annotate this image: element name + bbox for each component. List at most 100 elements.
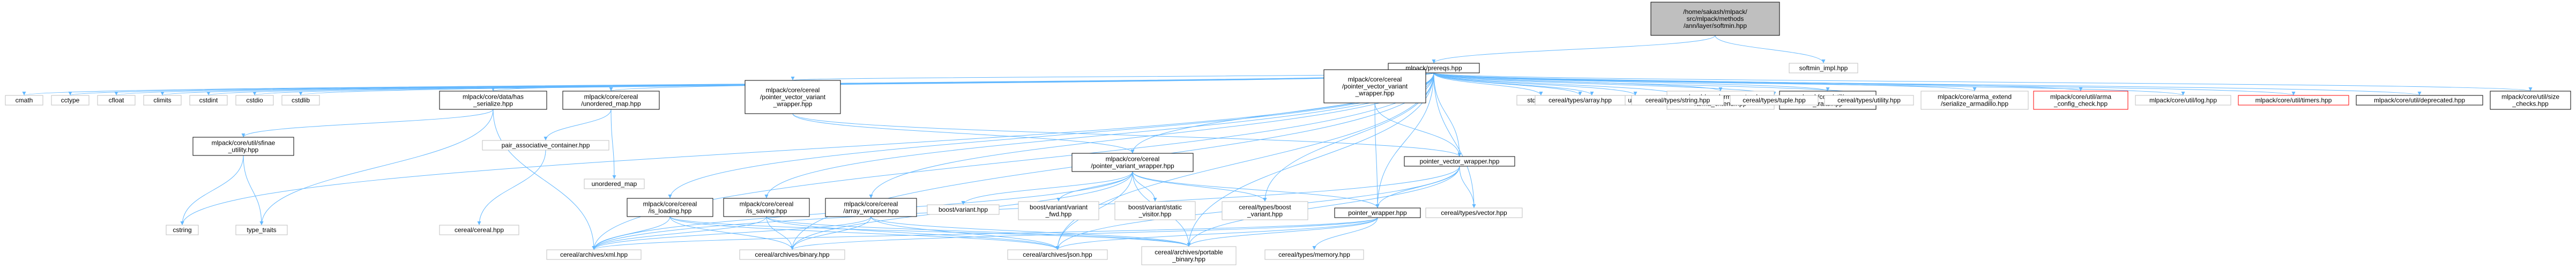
edge-prereqs-to-c_vector: [1433, 72, 1476, 209]
node-c_string: cereal/types/string.hpp: [1631, 95, 1724, 106]
node-ptr_variant-box: [1071, 153, 1194, 172]
node-arma_config_check-label-line: _config_check.hpp: [2053, 100, 2108, 108]
edge-array_wrapper-to-binary: [790, 216, 872, 250]
node-ptrvecvariant[interactable]: mlpack/core/cereal/pointer_vector_varian…: [744, 80, 841, 114]
node-ptr_variant-label-line: mlpack/core/cereal: [1106, 155, 1160, 163]
edge-hasserialize-to-sfinae: [241, 109, 494, 138]
node-is_loading[interactable]: mlpack/core/cereal/is_loading.hpp: [627, 198, 713, 217]
node-root-label-line: src/mlpack/methods: [1687, 15, 1744, 23]
node-sfinae-label-line: mlpack/core/util/sfinae: [212, 139, 276, 147]
node-type_traits: type_traits: [235, 225, 288, 235]
node-portable_binary-label-line: cereal/archives/portable: [1155, 249, 1223, 256]
node-array_wrapper[interactable]: mlpack/core/cereal/array_wrapper.hpp: [825, 198, 917, 217]
node-cstdint-label-line: cstdint: [199, 96, 218, 104]
node-pointer_wrapper[interactable]: pointer_wrapper.hpp: [1334, 207, 1421, 218]
node-xml-box: [546, 249, 642, 260]
node-portable_binary: cereal/archives/portable_binary.hpp: [1141, 246, 1237, 265]
node-timers[interactable]: mlpack/core/util/timers.hpp: [2238, 95, 2349, 106]
node-boost_variant_fwd-box: [1018, 201, 1099, 220]
edge-prereqs-to-c_array: [1433, 72, 1582, 96]
node-json-label-line: cereal/archives/json.hpp: [1023, 251, 1092, 258]
edge-is_loading-to-xml: [592, 216, 671, 250]
node-c_array-label-line: cereal/types/array.hpp: [1548, 96, 1612, 104]
edge-is_loading-to-json: [669, 216, 1060, 250]
node-cstring-box: [166, 225, 199, 235]
node-pointer_wrapper-box: [1334, 207, 1421, 218]
node-hasserialize-box: [439, 91, 547, 110]
nodes: /home/sakash/mlpack/src/mlpack/methods/a…: [5, 2, 2571, 265]
edge-prereqs-to-pointer_wrapper: [1375, 72, 1434, 209]
node-c_memory: cereal/types/memory.hpp: [1264, 249, 1364, 260]
node-ptr_variant[interactable]: mlpack/core/cereal/pointer_variant_wrapp…: [1071, 153, 1194, 172]
node-is_saving-label-line: /is_saving.hpp: [746, 207, 787, 215]
node-type_traits-label-line: type_traits: [247, 226, 276, 234]
node-cstdlib-label-line: cstdlib: [292, 96, 310, 104]
edge-prereqs-to-arma_traits: [1433, 72, 1830, 92]
node-boost_variant-box: [927, 204, 1000, 215]
node-portable_binary-label-line: _binary.hpp: [1172, 256, 1205, 263]
node-size_checks[interactable]: mlpack/core/util/size_checks.hpp: [2490, 91, 2571, 110]
node-size_checks-label-line: _checks.hpp: [2512, 100, 2549, 108]
node-boost_variant: boost/variant.hpp: [927, 204, 1000, 215]
node-ptrwrapper_top-label-line: mlpack/core/cereal: [1348, 76, 1402, 83]
node-root-label-line: /ann/layer/softmin.hpp: [1684, 22, 1747, 29]
node-c_memory-box: [1264, 249, 1364, 260]
node-cstdlib-box: [281, 95, 320, 106]
node-serialize_armadillo-box: [1920, 91, 2029, 110]
edge-ptrvecvariant-to-ptr_vector: [792, 113, 1462, 157]
node-sfinae[interactable]: mlpack/core/util/sfinae_utility.hpp: [192, 137, 294, 156]
node-climits: climits: [143, 95, 182, 106]
node-log-label-line: mlpack/core/util/log.hpp: [2149, 96, 2217, 104]
node-array_wrapper-box: [825, 198, 917, 217]
edge-hasserialize-to-xml: [493, 109, 596, 250]
node-c_utility-label-line: cereal/types/utility.hpp: [1837, 96, 1901, 104]
edge-ptr_variant-to-pointer_wrapper: [1132, 171, 1380, 209]
edge-is_saving-to-json: [766, 216, 1060, 250]
node-boost_variant_fwd-label-line: _fwd.hpp: [1045, 211, 1072, 218]
node-is_saving[interactable]: mlpack/core/cereal/is_saving.hpp: [723, 198, 810, 217]
node-unordered_map-label-line: unordered_map: [592, 180, 637, 188]
node-size_checks-box: [2490, 91, 2571, 110]
node-pointer_wrapper-label-line: pointer_wrapper.hpp: [1348, 209, 1407, 217]
node-ptrwrapper_top[interactable]: mlpack/core/cereal/pointer_vector_varian…: [1323, 69, 1426, 103]
edge-prereqs-to-stdexcept: [1433, 72, 1543, 96]
node-c_utility-box: [1824, 95, 1914, 106]
node-c_utility: cereal/types/utility.hpp: [1824, 95, 1914, 106]
node-hasserialize[interactable]: mlpack/core/data/has_serialize.hpp: [439, 91, 547, 110]
node-ptr_vector[interactable]: pointer_vector_wrapper.hpp: [1404, 156, 1515, 167]
edge-root-to-softmin_impl: [1715, 35, 1826, 64]
node-cereal_hpp-label-line: cereal/cereal.hpp: [455, 226, 504, 234]
node-arma_config_check[interactable]: mlpack/core/util/arma_config_check.hpp: [2033, 91, 2128, 110]
node-boost_variant-label-line: boost/variant.hpp: [939, 206, 988, 213]
node-deprecated[interactable]: mlpack/core/util/deprecated.hpp: [2356, 95, 2483, 106]
edge-prereqs-to-xml: [592, 72, 1434, 250]
node-size_checks-label-line: mlpack/core/util/size: [2501, 93, 2559, 101]
edge-unordered_map_c-to-unordered_map: [611, 109, 616, 180]
edge-prereqs-to-deprecated: [1433, 72, 2421, 96]
node-root[interactable]: /home/sakash/mlpack/src/mlpack/methods/a…: [1650, 2, 1780, 36]
node-cereal_hpp-box: [439, 225, 519, 235]
node-softmin_impl: softmin_impl.hpp: [1789, 63, 1858, 73]
node-boost_variant_fwd-label-line: boost/variant/variant: [1030, 204, 1088, 211]
node-boost_variant_fwd: boost/variant/variant_fwd.hpp: [1018, 201, 1099, 220]
node-boost_static_visitor-box: [1114, 201, 1196, 220]
node-binary: cereal/archives/binary.hpp: [739, 249, 845, 260]
node-binary-box: [739, 249, 845, 260]
node-unordered_map_c[interactable]: mlpack/core/cereal/unordered_map.hpp: [562, 91, 660, 110]
edge-prereqs-to-log: [1433, 72, 2185, 96]
edge-pair_assoc-to-cereal_hpp: [477, 150, 546, 226]
node-ptrwrapper_top-label-line: _wrapper.hpp: [1355, 90, 1395, 97]
node-ptrvecvariant-box: [744, 80, 841, 114]
node-deprecated-box: [2356, 95, 2483, 106]
node-cstdio-label-line: cstdio: [246, 96, 263, 104]
edge-ptr_vector-to-pointer_wrapper: [1375, 166, 1460, 209]
edge-pointer_wrapper-to-portable_binary: [1187, 217, 1378, 247]
node-boost_static_visitor: boost/variant/static_visitor.hpp: [1114, 201, 1196, 220]
node-json: cereal/archives/json.hpp: [1007, 249, 1108, 260]
node-ptrwrapper_top-label-line: /pointer_vector_variant: [1342, 83, 1408, 90]
node-c_boost_variant: cereal/types/boost_variant.hpp: [1222, 201, 1308, 220]
node-root-box: [1650, 2, 1780, 36]
edge-ptr_variant-to-boost_variant_fwd: [1056, 171, 1133, 202]
edge-hasserialize-to-type_traits: [259, 109, 494, 226]
